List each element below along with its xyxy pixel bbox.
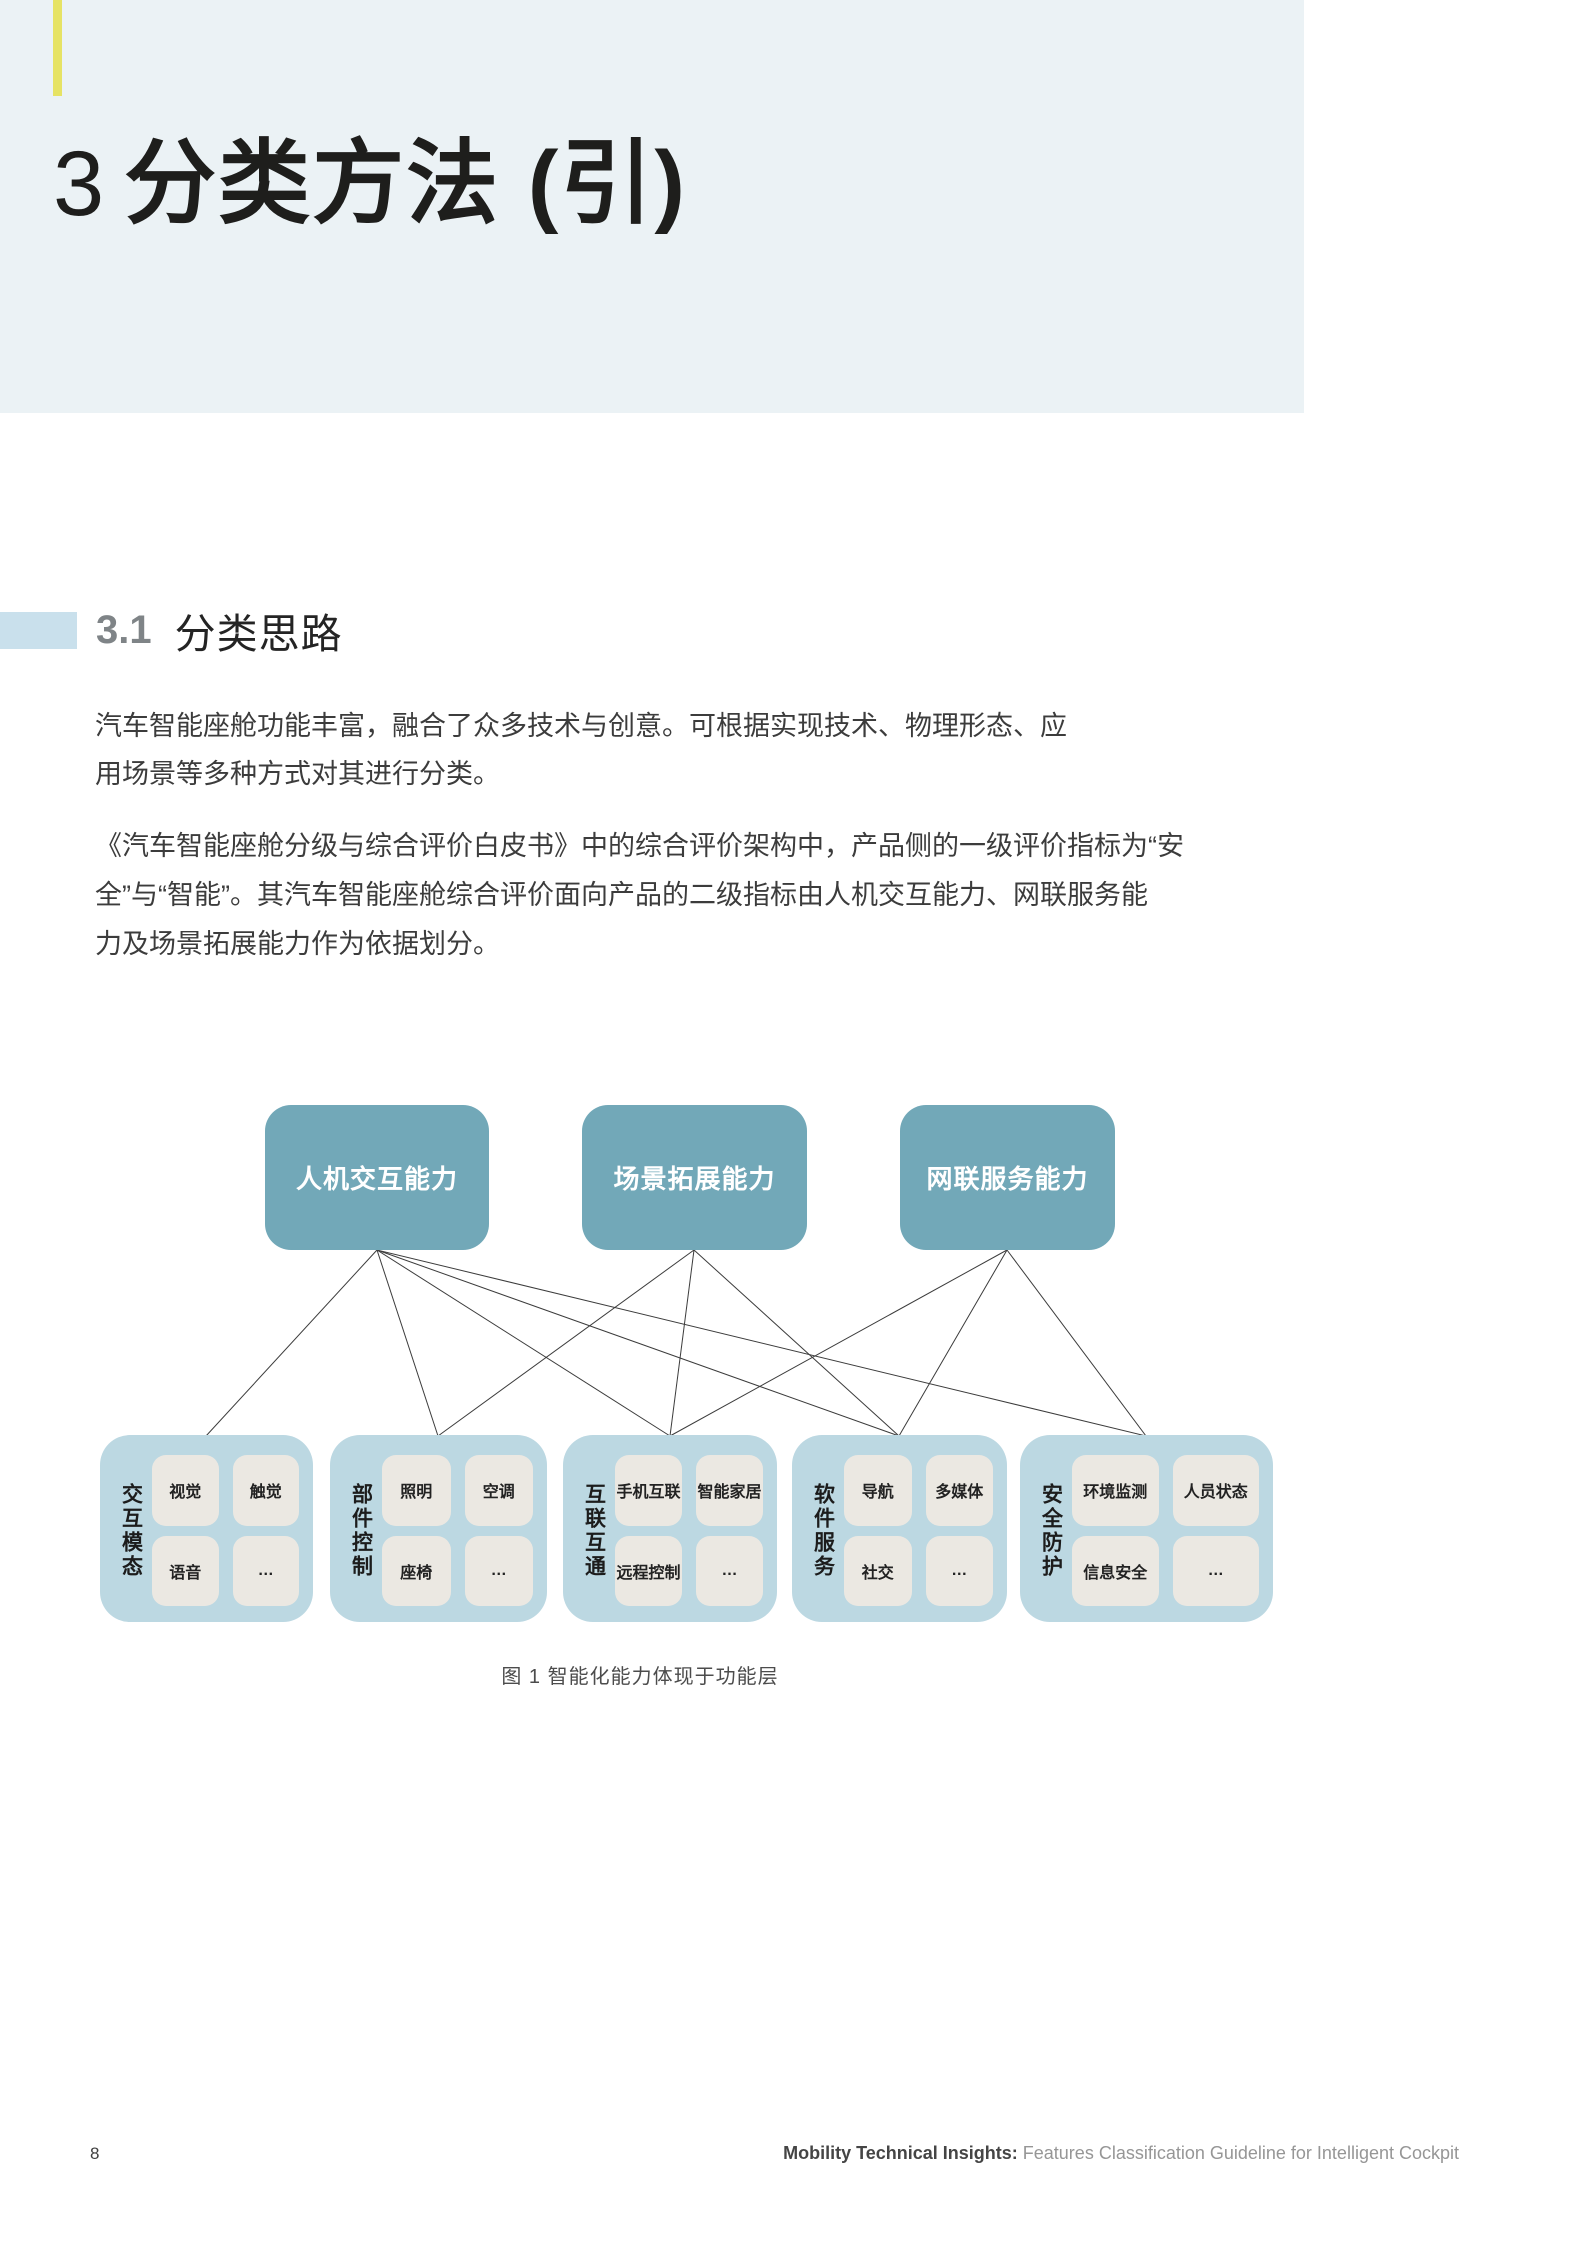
page-footer: 8 Mobility Technical Insights: Features … [90,2143,1459,2164]
group-label: 安全防护 [1039,1482,1063,1579]
accent-bar [53,0,62,96]
group-item: 触觉 [232,1455,299,1526]
group-item: 信息安全 [1072,1535,1159,1606]
paragraph-line: 汽车智能座舱功能丰富，融合了众多技术与创意。可根据实现技术、物理形态、应 [95,711,1067,741]
group-grid: 视觉 触觉 语音 … [152,1455,299,1606]
group-item: … [464,1535,533,1606]
group-item: 视觉 [152,1455,219,1526]
footer-title-text: Features Classification Guideline for In… [1017,2143,1459,2163]
group-item: 环境监测 [1072,1455,1159,1526]
section-title: 分类思路 [174,611,343,657]
group-item: 人员状态 [1172,1455,1259,1526]
diagram-connection-lines [205,1249,1147,1437]
group-item: 照明 [382,1455,451,1526]
chapter-title-text: 分类方法 (引) [124,133,688,235]
group-item: 座椅 [382,1535,451,1606]
paragraph-line: 力及场景拓展能力作为依据划分。 [95,929,500,959]
group-item: 语音 [152,1535,219,1606]
group-grid: 手机互联 智能家居 远程控制 … [615,1455,763,1606]
group-item: … [925,1535,993,1606]
group-item: 社交 [844,1535,912,1606]
section-number: 3.1 [96,607,152,652]
group-label: 交互模态 [119,1482,143,1579]
group-item: 空调 [464,1455,533,1526]
capability-box-hmi: 人机交互能力 [265,1105,489,1250]
group-item: 手机互联 [615,1455,682,1526]
paragraph-line: 用场景等多种方式对其进行分类。 [95,759,500,789]
capability-diagram: 人机交互能力 场景拓展能力 网联服务能力 交互模态 视觉 触觉 语音 … 部件控… [0,1080,1330,1640]
group-item: 导航 [844,1455,912,1526]
capability-box-scenario: 场景拓展能力 [582,1105,807,1250]
paragraph: 《汽车智能座舱分级与综合评价白皮书》中的综合评价架构中，产品侧的一级评价指标为“… [95,822,1184,969]
group-item: 远程控制 [615,1535,682,1606]
group-label: 软件服务 [811,1482,835,1579]
group-grid: 照明 空调 座椅 … [382,1455,533,1606]
footer-doc-title: Mobility Technical Insights: Features Cl… [783,2143,1459,2164]
page-number: 8 [90,2144,100,2163]
capability-box-connected: 网联服务能力 [900,1105,1115,1250]
function-group-software-services: 软件服务 导航 多媒体 社交 … [792,1435,1007,1622]
group-label: 部件控制 [349,1482,373,1579]
group-label: 互联互通 [582,1482,606,1579]
group-grid: 导航 多媒体 社交 … [844,1455,993,1606]
paragraph-line: 《汽车智能座舱分级与综合评价白皮书》中的综合评价架构中，产品侧的一级评价指标为“… [95,831,1184,861]
heading-marker [0,611,77,649]
footer-brand: Mobility Technical Insights: [783,2143,1018,2163]
group-item: … [696,1535,763,1606]
paragraph-line: 全”与“智能”。其汽车智能座舱综合评价面向产品的二级指标由人机交互能力、网联服务… [95,880,1148,910]
paragraph: 汽车智能座舱功能丰富，融合了众多技术与创意。可根据实现技术、物理形态、应 用场景… [95,702,1067,798]
chapter-number: 3 [53,133,105,235]
figure-caption: 图 1 智能化能力体现于功能层 [501,1666,779,1688]
group-item: … [1172,1535,1259,1606]
group-grid: 环境监测 人员状态 信息安全 … [1072,1455,1259,1606]
function-group-interconnection: 互联互通 手机互联 智能家居 远程控制 … [563,1435,777,1622]
function-group-interaction-modes: 交互模态 视觉 触觉 语音 … [100,1435,313,1622]
group-item: … [232,1535,299,1606]
section-heading: 3.1 分类思路 [0,607,343,657]
function-group-safety-protection: 安全防护 环境监测 人员状态 信息安全 … [1020,1435,1273,1622]
group-item: 多媒体 [925,1455,993,1526]
group-item: 智能家居 [696,1455,763,1526]
function-group-component-control: 部件控制 照明 空调 座椅 … [330,1435,547,1622]
